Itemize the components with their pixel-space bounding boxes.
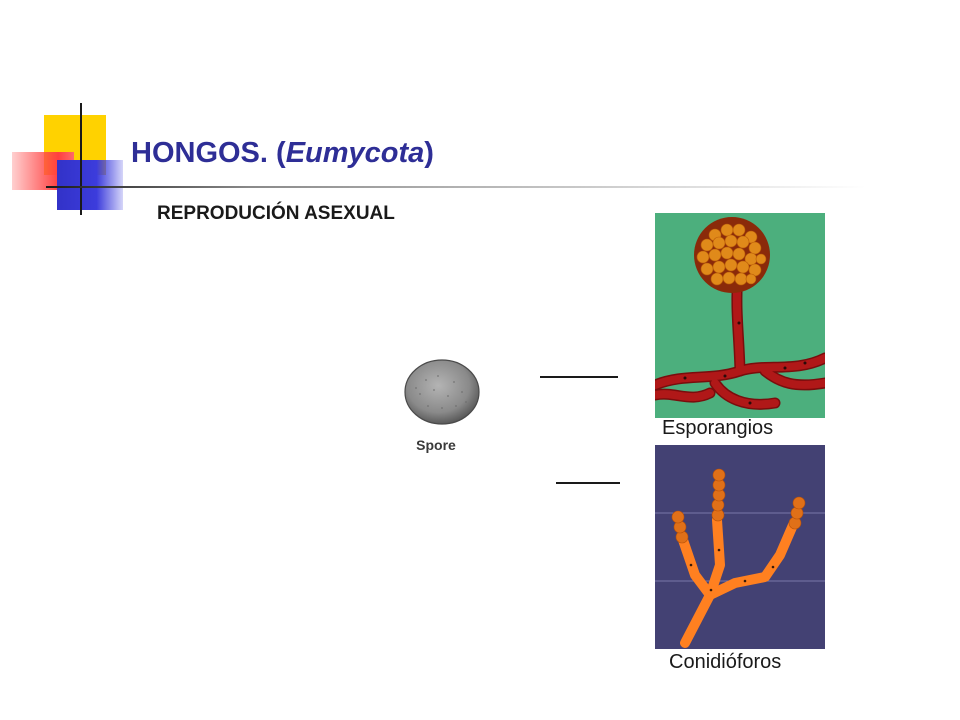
title-main: HONGOS <box>131 137 260 169</box>
conidiophore-caption: Conidióforos <box>669 651 782 673</box>
slide-subtitle: REPRODUCIÓN ASEXUAL <box>157 203 395 224</box>
vertical-rule <box>80 103 82 215</box>
title-underline <box>46 186 866 188</box>
answer-line-2 <box>556 482 620 484</box>
answer-line-1 <box>540 376 618 378</box>
slide-title: HONGOS. (Eumycota) <box>131 134 434 172</box>
spore-image: Spore <box>404 359 480 453</box>
blue-square <box>57 160 123 210</box>
sporangia-caption: Esporangios <box>662 417 774 439</box>
title-italic: Eumycota <box>285 137 425 169</box>
title-close: ) <box>424 137 434 169</box>
sporangia-image <box>655 213 825 418</box>
conidiophore-image <box>655 445 825 649</box>
title-sep: . ( <box>259 137 286 169</box>
spore-label: Spore <box>416 437 456 453</box>
